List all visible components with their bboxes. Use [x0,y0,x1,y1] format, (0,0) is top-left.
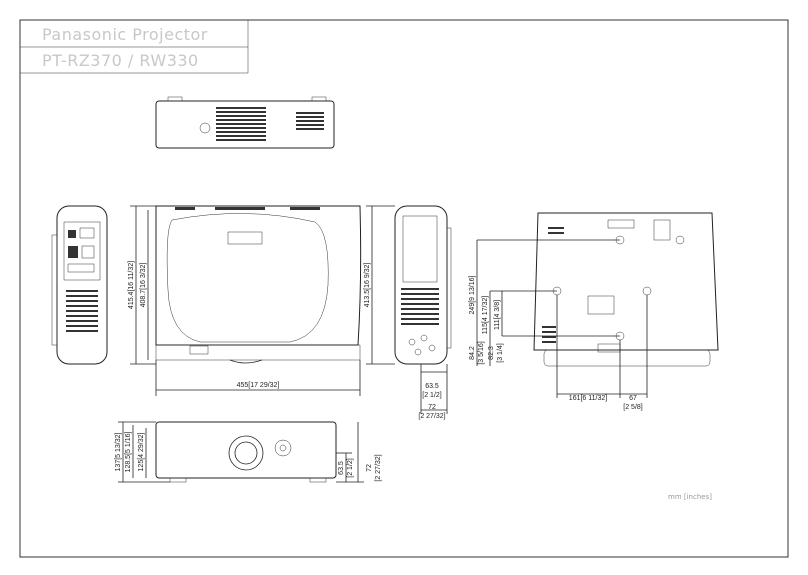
title-block: Panasonic Projector PT-RZ370 / RW330 [20,20,249,74]
dim-side-depth: 413.5[16 9/32] [364,263,371,308]
brand-title: Panasonic Projector [42,25,208,44]
dim-depth-total: 415.4[16 11/32] [128,261,135,309]
dim-depth-body: 408.7[16 3/32] [140,263,147,308]
units-note: mm [inches] [668,493,712,501]
dim-bottom-115: 115[4 17/32] [482,296,489,334]
dim-front-72-inch: [2 27/32] [375,454,382,481]
dim-front-72: 72 [366,464,373,472]
dim-bottom-67: 67 [629,395,637,402]
dim-bottom-111: 111[4 3/8] [494,300,501,330]
dim-bottom-67-inch: [2 5/8] [623,404,643,411]
front-view [155,421,337,483]
top-view [155,205,362,364]
bottom-view [533,212,719,367]
dim-side-63-5: 63.5 [425,383,439,390]
dim-front-63-5-inch: [2 1/2] [347,458,354,478]
model-title: PT-RZ370 / RW330 [42,51,199,70]
rear-top-view [155,96,335,149]
dim-side-72: 72 [428,404,436,411]
sheet-border [19,19,789,558]
dim-bottom-84-2-inch: [3 5/16] [478,341,485,364]
dim-width: 455[17 29/32] [237,382,280,389]
right-side-view [394,205,452,365]
dimension-lines [118,205,648,483]
dim-side-72-inch: [2 27/32] [418,413,445,420]
dim-front-128-5: 128.5[5 1/16] [125,432,132,473]
dim-bottom-82-3: 82.3 [488,346,495,360]
dim-bottom-82-3-inch: [3 1/4] [497,343,504,363]
dim-front-125: 125[4 29/32] [138,432,145,471]
dim-front-63-5: 63.5 [338,461,345,475]
dim-bottom-161: 161[6 11/32] [569,395,607,402]
dim-bottom-249: 249[9 13/16] [469,275,476,314]
dim-front-137: 137[5 13/32] [115,432,122,471]
dim-bottom-84-2: 84.2 [469,346,476,360]
dim-side-63-5-inch: [2 1/2] [422,392,442,399]
left-side-view [51,205,108,365]
